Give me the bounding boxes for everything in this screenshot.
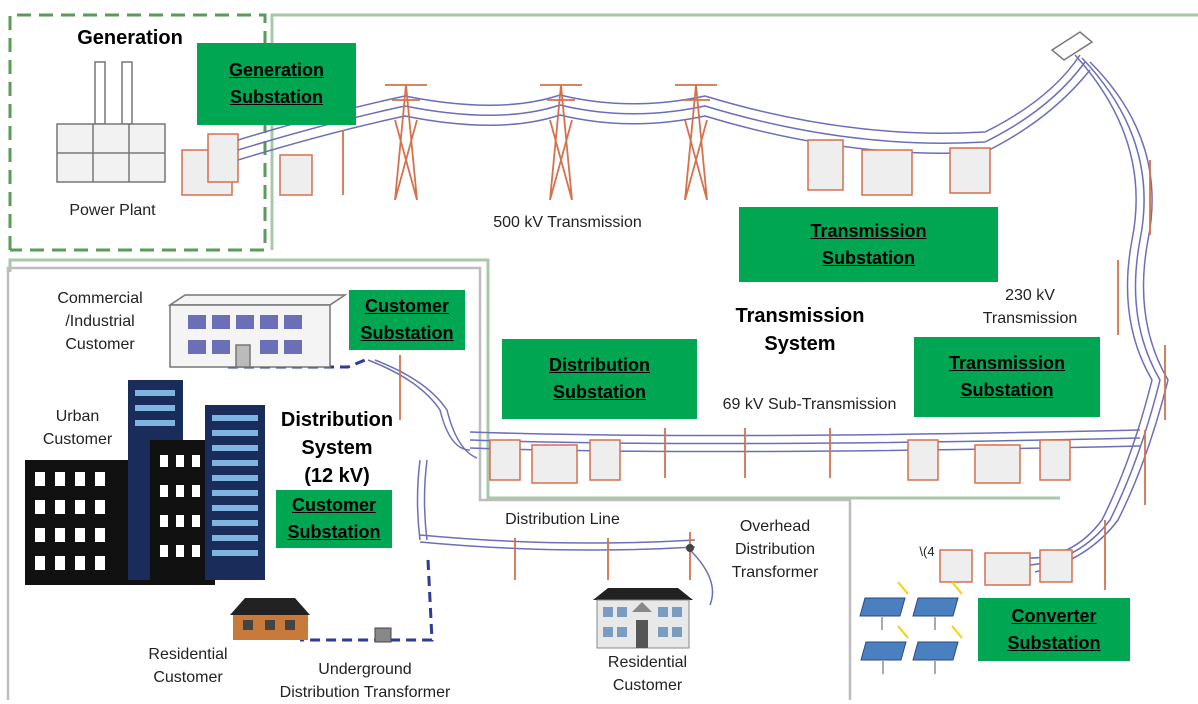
residential-customer-left-label: Residential Customer	[148, 646, 228, 686]
converter-substation-box: Converter Substation	[978, 598, 1130, 661]
customer-substation-top-box: Customer Substation	[349, 290, 465, 350]
line-69kv-label: 69 kV Sub-Transmission	[722, 396, 897, 413]
line-230kv	[1024, 54, 1169, 573]
distribution-system-title: Distribution System (12 kV)	[280, 409, 394, 487]
generation-transformer-icon	[181, 133, 313, 196]
transmission-substation-right-label: Transmission Substation	[948, 353, 1066, 400]
underground-transformer-label: Underground Distribution Transformer	[279, 661, 451, 701]
commercial-building-icon	[167, 294, 348, 368]
tower-500kv-icons	[342, 84, 717, 201]
service-drop	[689, 549, 714, 606]
generation-boundary	[8, 13, 267, 252]
transmission-boundary	[8, 13, 1198, 500]
urban-customer-label: Urban Customer	[42, 408, 113, 448]
transmission-substation-right-box: Transmission Substation	[914, 337, 1100, 417]
distribution-feeder	[367, 359, 478, 541]
residential-house-left-icon	[230, 598, 310, 640]
generation-substation-box: Generation Substation	[197, 43, 356, 125]
converter-substation-label: Converter Substation	[1007, 605, 1101, 653]
power-plant-icon	[56, 61, 166, 183]
solar-panels-icon	[859, 581, 963, 674]
distribution-line-label: Distribution Line	[505, 511, 620, 528]
mask-patch	[926, 545, 1081, 587]
distribution-substation-box: Distribution Substation	[502, 339, 697, 419]
underground-transformer-icon	[374, 627, 392, 643]
transmission-substation-top-label: Transmission Substation	[810, 220, 927, 268]
tower-top-icon	[1050, 31, 1094, 61]
overhead-transformer-icon	[686, 544, 694, 552]
line-500kv-label: 500 kV Transmission	[493, 214, 642, 231]
converter-transformer-icons	[939, 549, 1073, 586]
power-plant-label: Power Plant	[69, 202, 156, 219]
generation-title: Generation	[77, 27, 183, 49]
line-230kv-label: 230 kV Transmission	[982, 287, 1078, 327]
line-500kv	[237, 54, 1091, 161]
mask-patch	[276, 548, 414, 578]
residential-house-right-icon	[593, 588, 693, 649]
transmission-substation-top-box: Transmission Substation	[739, 207, 998, 282]
urban-buildings-icon	[25, 380, 265, 585]
tower-230kv-icons	[1104, 160, 1166, 590]
distribution-substation-transformer-icons	[489, 439, 1071, 484]
commercial-customer-label: Commercial /Industrial Customer	[57, 290, 143, 353]
generation-substation-label: Generation Substation	[228, 60, 325, 107]
distribution-substation-label: Distribution Substation	[549, 355, 650, 402]
overhead-transformer-label: Overhead Distribution Transformer	[731, 518, 819, 581]
transmission-transformer-icons	[807, 139, 991, 196]
line-69kv-poles	[664, 428, 831, 478]
customer-substation-bottom-box: Customer Substation	[276, 490, 392, 548]
customer-substation-bottom-label: Customer Substation	[287, 495, 381, 542]
transmission-system-title: Transmission System	[735, 305, 865, 355]
converter-fragment-label: \(4	[919, 544, 935, 559]
distribution-line	[419, 534, 696, 551]
residential-customer-right-label: Residential Customer	[607, 654, 688, 694]
distribution-boundary	[6, 266, 852, 700]
customer-substation-top-label: Customer Substation	[360, 296, 454, 343]
distribution-poles	[399, 355, 691, 580]
